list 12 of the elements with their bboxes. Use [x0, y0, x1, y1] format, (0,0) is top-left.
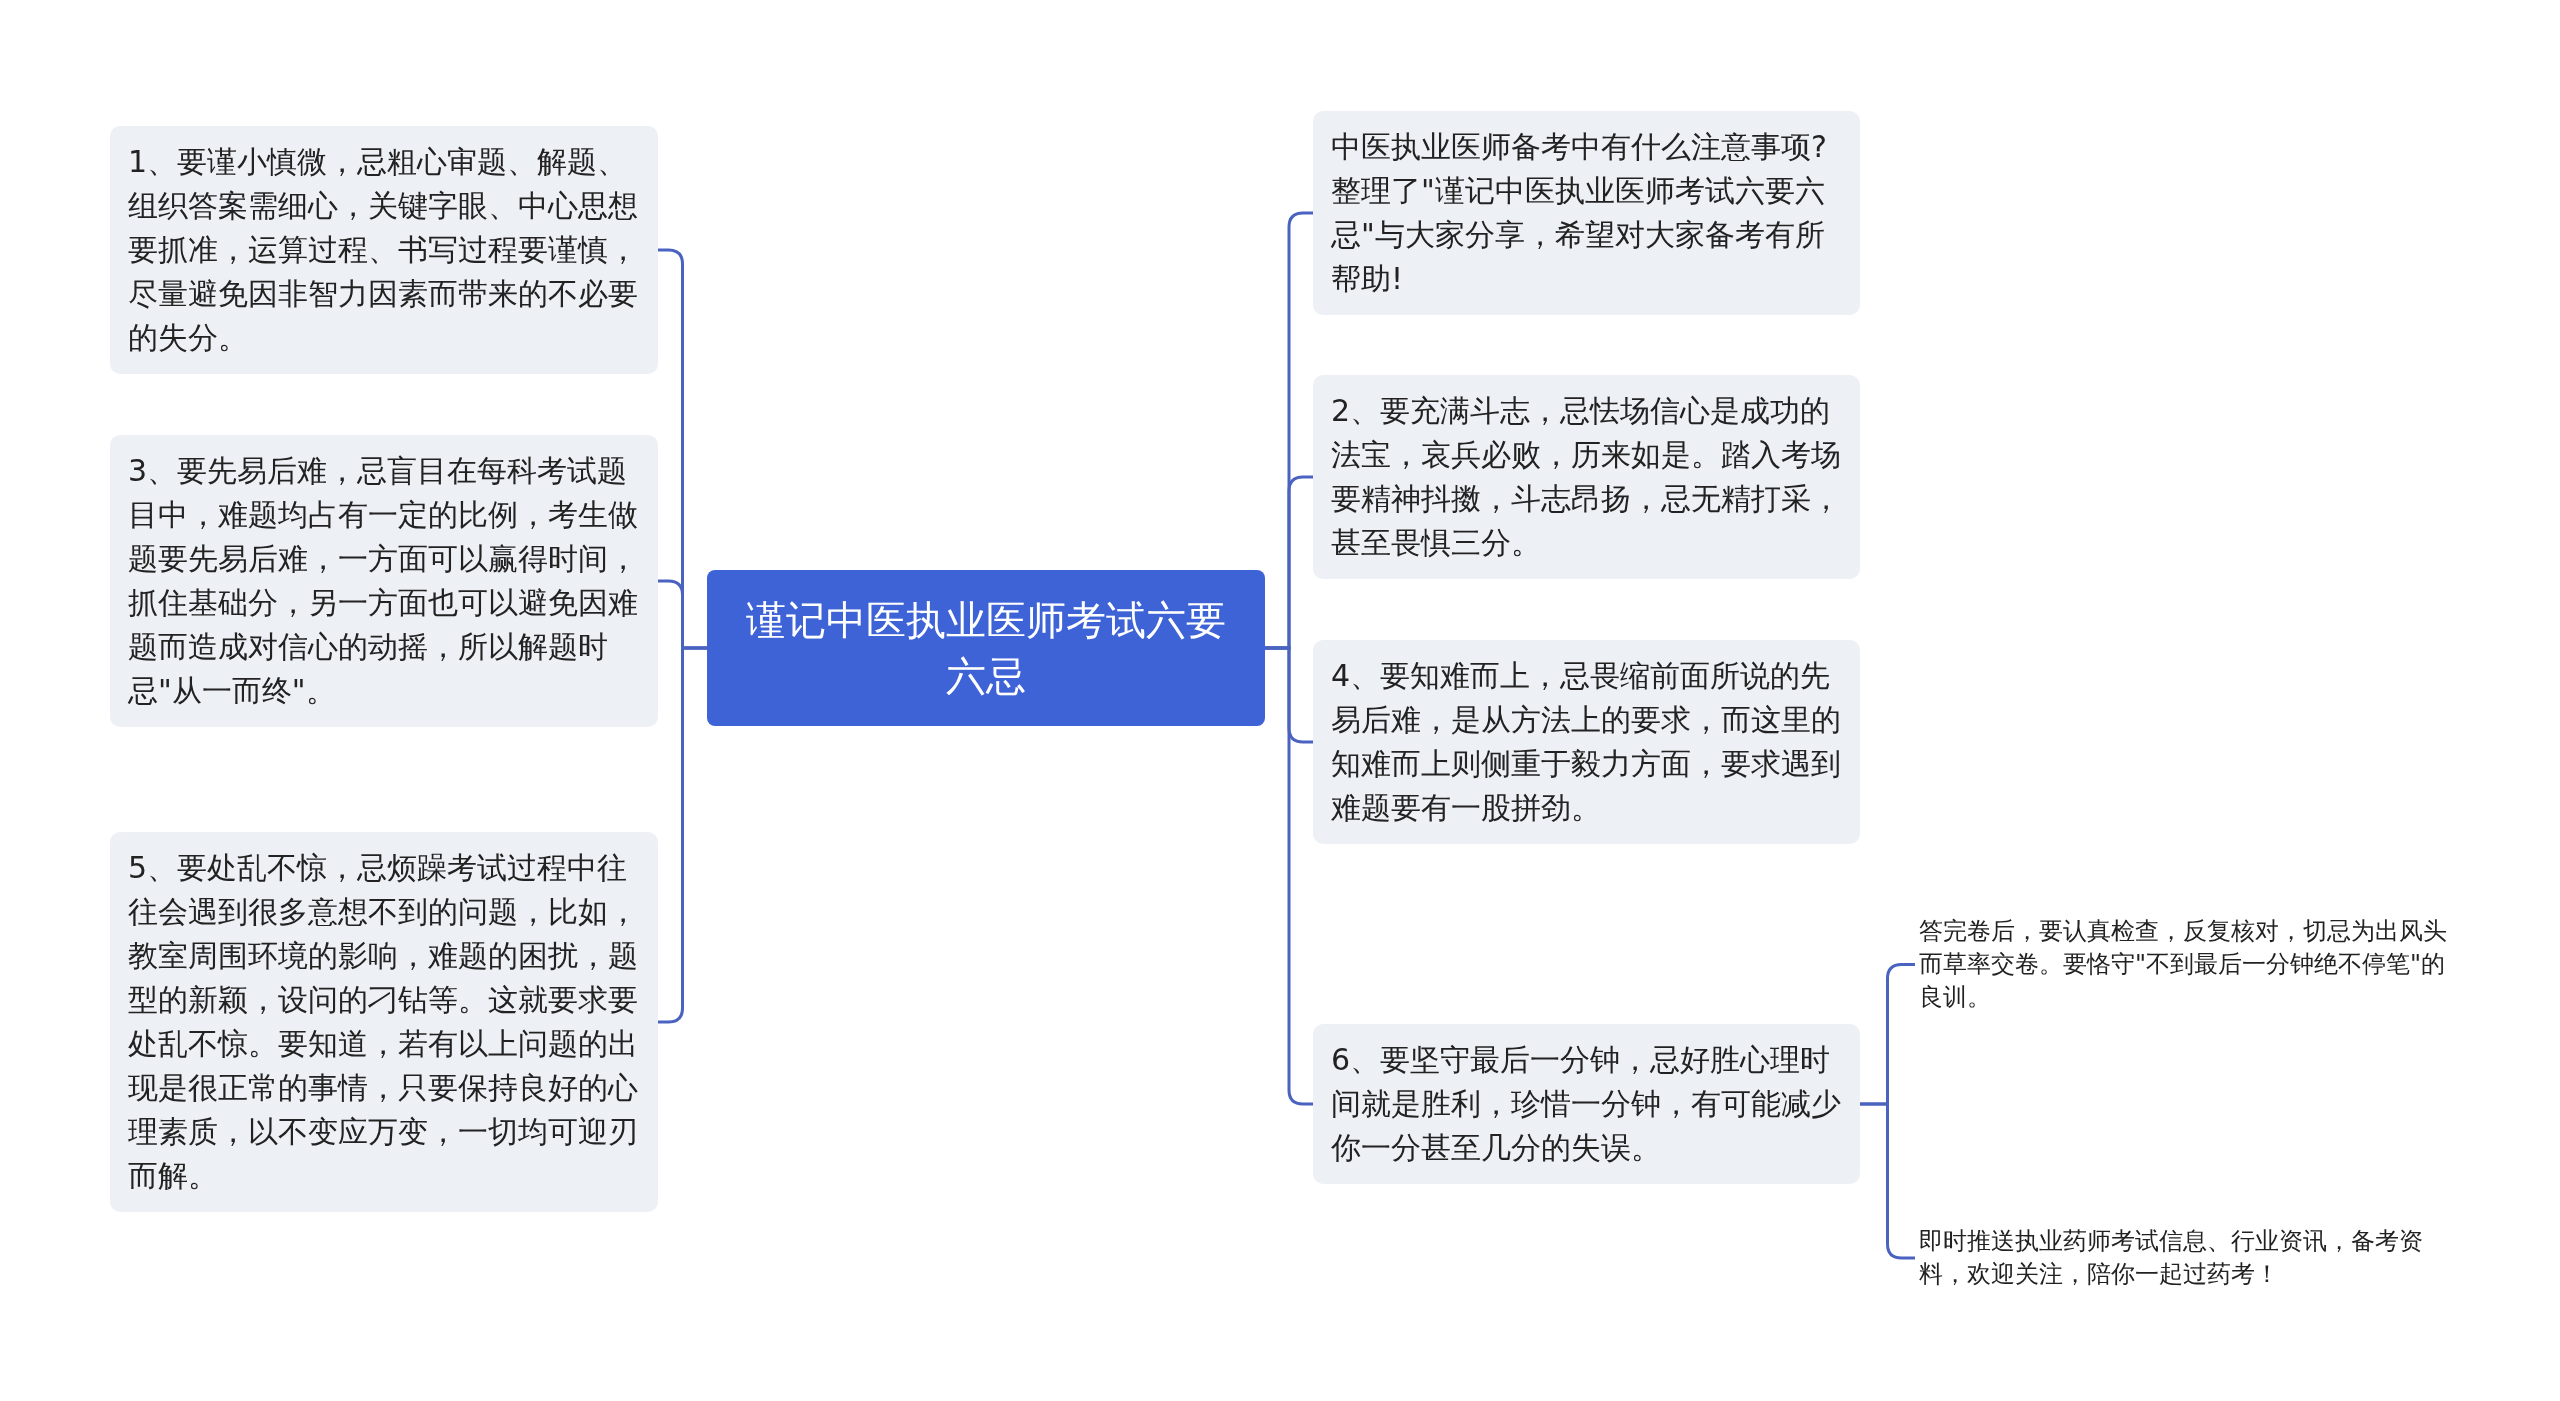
- topic-box: 1、要谨小慎微，忌粗心审题、解题、组织答案需细心，关键字眼、中心思想要抓准，运算过程、书写过程要谨慎，尽量避免因非智力因素而带来的不必要的失分。: [110, 126, 658, 374]
- topic-box: 3、要先易后难，忌盲目在每科考试题目中，难题均占有一定的比例，考生做题要先易后难，一方面可以赢得时间，抓住基础分，另一方面也可以避免因难题而造成对信心的动摇，所以解题时忌"从一而终"。: [110, 435, 658, 727]
- subtopic-text: 即时推送执业药师考试信息、行业资讯，备考资料，欢迎关注，陪你一起过药考！: [1915, 1225, 2455, 1291]
- topic-box: 2、要充满斗志，忌怯场信心是成功的法宝，哀兵必败，历来如是。踏入考场要精神抖擞，斗志昂扬，忌无精打采，甚至畏惧三分。: [1313, 375, 1860, 579]
- central-topic-box: 谨记中医执业医师考试六要六忌: [707, 570, 1265, 726]
- connector-line: [658, 646, 707, 1024]
- subtopic-text: 答完卷后，要认真检查，反复核对，切忌为出风头而草率交卷。要恪守"不到最后一分钟绝不停笔"的良训。: [1915, 915, 2455, 1014]
- connector-line: [1265, 646, 1313, 1106]
- topic-box: 4、要知难而上，忌畏缩前面所说的先易后难，是从方法上的要求，而这里的知难而上则侧重于毅力方面，要求遇到难题要有一股拼劲。: [1313, 640, 1860, 844]
- topic-box: 中医执业医师备考中有什么注意事项?整理了"谨记中医执业医师考试六要六忌"与大家分享，希望对大家备考有所帮助!: [1313, 111, 1860, 315]
- topic-box: 5、要处乱不惊，忌烦躁考试过程中往往会遇到很多意想不到的问题，比如，教室周围环境的影响，难题的困扰，题型的新颖，设问的刁钻等。这就要求要处乱不惊。要知道，若有以上问题的出现是很正常的事情，只要保持良好的心理素质，以不变应万变，一切均可迎刃而解。: [110, 832, 658, 1212]
- topic-box: 6、要坚守最后一分钟，忌好胜心理时间就是胜利，珍惜一分钟，有可能减少你一分甚至几分的失误。: [1313, 1024, 1860, 1184]
